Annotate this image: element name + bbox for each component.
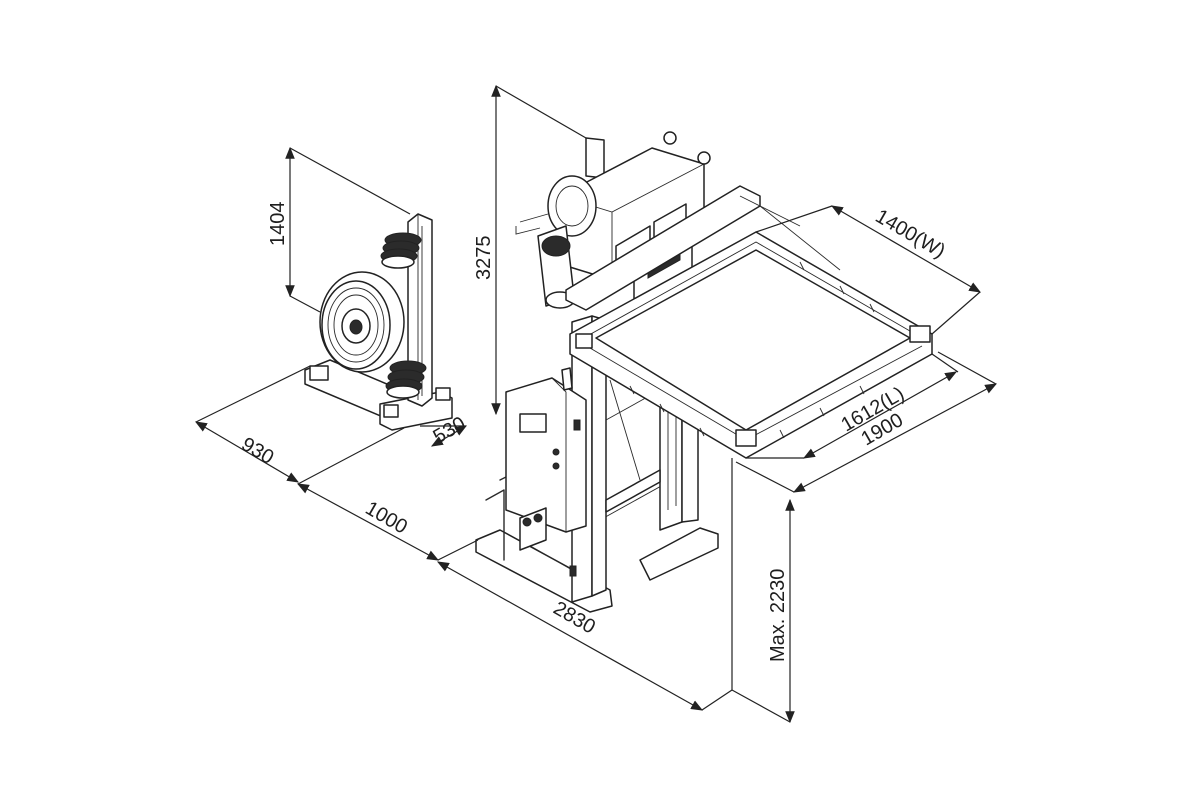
dim-label-1400w: 1400(W) <box>872 205 949 262</box>
dim-label-1404: 1404 <box>267 202 289 247</box>
dim-label-max-2230: Max. 2230 <box>767 569 789 662</box>
dimension-lines <box>194 84 998 724</box>
lower-roller <box>385 360 427 399</box>
dim-label-930: 930 <box>238 433 278 469</box>
strap-dispenser <box>304 213 453 431</box>
control-panel <box>505 367 587 577</box>
upper-roller <box>380 232 422 269</box>
strap-reel <box>319 271 405 373</box>
dim-label-3275: 3275 <box>473 236 495 281</box>
